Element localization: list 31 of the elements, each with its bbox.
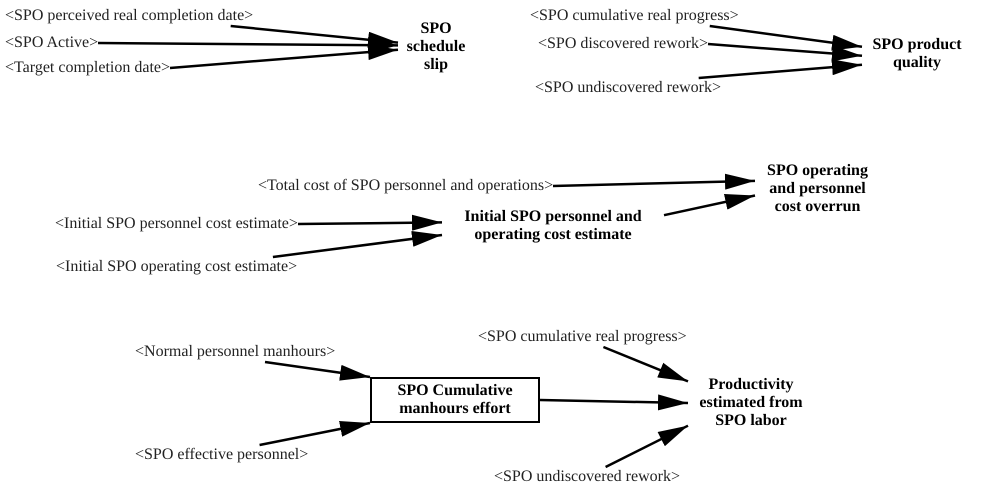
shadow-variable-label: <Total cost of SPO personnel and operations> [258, 176, 554, 196]
shadow-variable-label: <SPO cumulative real progress> [478, 327, 687, 347]
arrow [259, 421, 370, 446]
shadow-variable-label: <SPO undiscovered rework> [494, 467, 680, 487]
variable-box: SPO Cumulative manhours effort [370, 377, 540, 423]
shadow-variable-label: <SPO cumulative real progress> [530, 6, 739, 26]
shadow-variable-label: <Normal personnel manhours> [135, 342, 336, 362]
arrow [605, 424, 689, 468]
arrow [552, 174, 756, 190]
arrow [698, 59, 862, 80]
shadow-variable-label: <SPO undiscovered rework> [535, 78, 722, 98]
variable-label: SPO product quality [862, 36, 972, 72]
shadow-variable-label: <SPO perceived real completion date> [5, 6, 254, 26]
shadow-variable-label: <Initial SPO operating cost estimate> [56, 257, 298, 277]
variable-label: SPO operating and personnel cost overrun [755, 162, 880, 216]
arrow [602, 346, 688, 383]
arrow [664, 194, 756, 216]
shadow-variable-label: <SPO effective personnel> [135, 445, 308, 465]
variable-label: SPO schedule slip [398, 20, 474, 74]
shadow-variable-label: <Target completion date> [5, 58, 170, 78]
arrow [710, 24, 862, 51]
arrow [540, 394, 688, 410]
variable-label: Productivity estimated from SPO labor [688, 376, 814, 430]
variable-label: Initial SPO personnel and operating cost estimate [442, 208, 664, 244]
arrow [298, 214, 442, 231]
arrow [708, 42, 862, 62]
arrow [272, 230, 442, 258]
shadow-variable-label: <Initial SPO personnel cost estimate> [55, 214, 298, 234]
arrow [264, 360, 370, 381]
shadow-variable-label: <SPO Active> [5, 33, 98, 53]
shadow-variable-label: <SPO discovered rework> [538, 34, 708, 54]
